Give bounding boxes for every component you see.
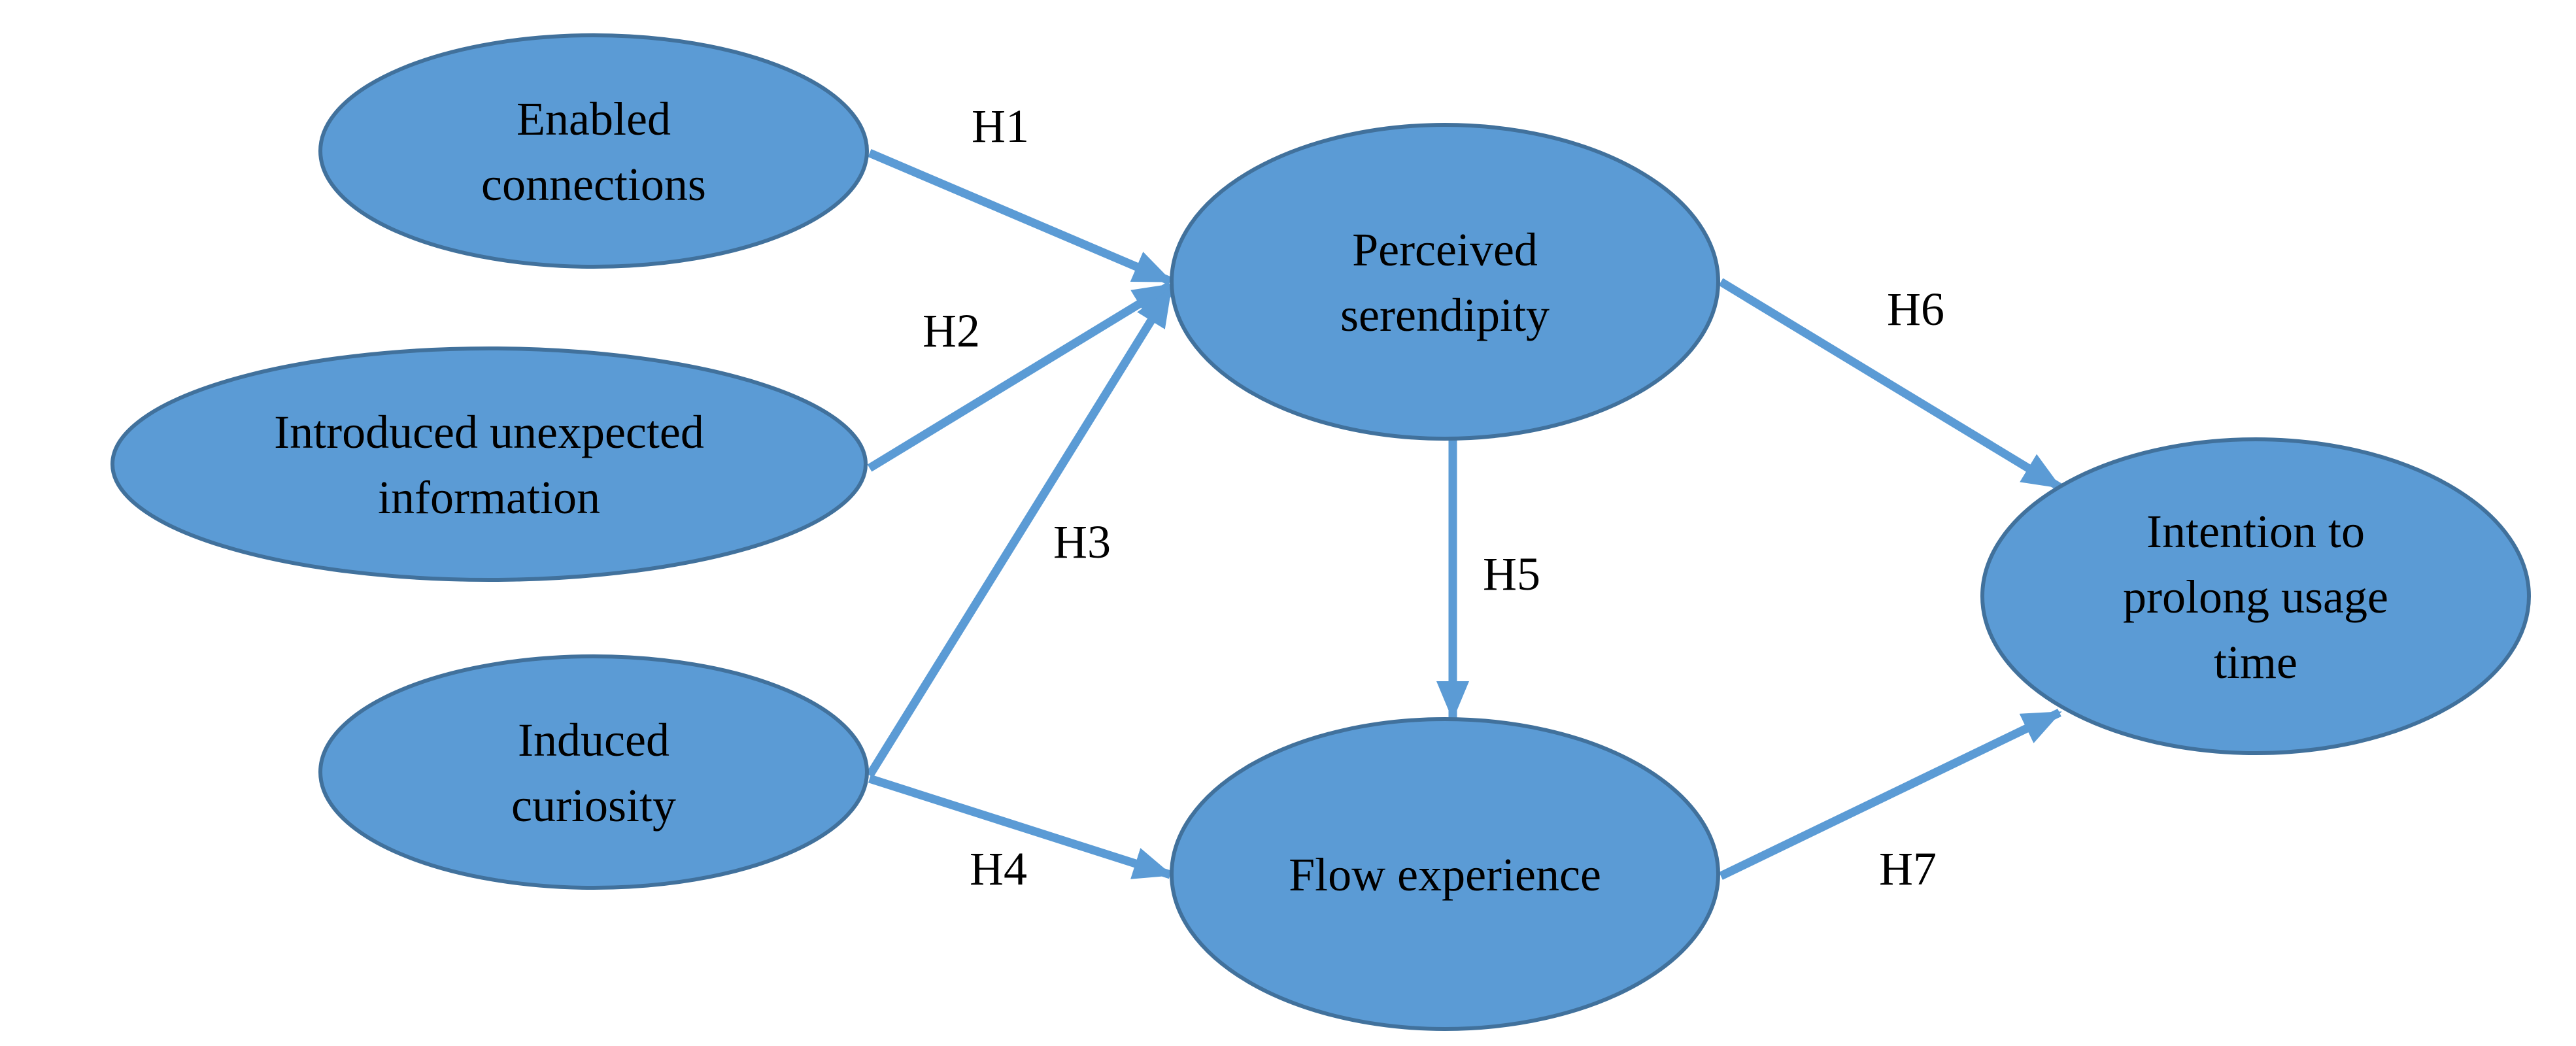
node-perceived-serendipity: Perceived serendipity bbox=[1170, 123, 1720, 441]
edge-h4 bbox=[868, 774, 1173, 879]
edge-label-h4: H4 bbox=[970, 843, 1027, 895]
node-label-line: time bbox=[2214, 636, 2297, 688]
edge-label-h2: H2 bbox=[923, 305, 980, 357]
edge-arrow bbox=[866, 287, 1174, 778]
edges-layer bbox=[866, 149, 2062, 880]
node-induced-curiosity: Induced curiosity bbox=[318, 654, 869, 890]
node-shape bbox=[318, 654, 869, 890]
node-label-line: Introduced unexpected bbox=[274, 406, 704, 458]
node-label-line: information bbox=[378, 471, 600, 524]
edge-label-h7: H7 bbox=[1879, 843, 1937, 895]
edge-label-h5: H5 bbox=[1483, 548, 1540, 600]
node-label-line: Intention to bbox=[2146, 505, 2365, 558]
node-enabled-connections: Enabled connections bbox=[318, 33, 869, 269]
edge-arrow bbox=[1718, 278, 2062, 491]
node-shape bbox=[318, 33, 869, 269]
node-label-line: curiosity bbox=[511, 779, 676, 832]
node-label-line: Flow experience bbox=[1289, 849, 1601, 901]
node-shape bbox=[1170, 123, 1720, 441]
node-shape bbox=[110, 346, 868, 582]
node-label-line: Enabled bbox=[517, 93, 671, 145]
edge-h3 bbox=[866, 287, 1174, 778]
node-label-line: Induced bbox=[518, 714, 669, 766]
node-intention-to-prolong-usage-time: Intention to prolong usage time bbox=[1980, 437, 2531, 755]
node-label-line: connections bbox=[481, 158, 706, 211]
edge-arrow bbox=[868, 774, 1173, 879]
edge-arrow bbox=[1719, 709, 2062, 880]
edge-label-h1: H1 bbox=[972, 100, 1029, 152]
edge-arrow bbox=[867, 281, 1173, 472]
node-flow-experience: Flow experience bbox=[1170, 717, 1720, 1031]
edge-h6 bbox=[1718, 278, 2062, 491]
node-introduced-unexpected-information: Introduced unexpected information bbox=[110, 346, 868, 582]
edge-h7 bbox=[1719, 709, 2062, 880]
edge-h1 bbox=[868, 149, 1173, 285]
node-shape bbox=[1170, 717, 1720, 1031]
node-label-line: prolong usage bbox=[2123, 571, 2388, 623]
node-shape bbox=[1980, 437, 2531, 755]
edge-h2 bbox=[867, 281, 1173, 472]
node-label-line: serendipity bbox=[1340, 289, 1550, 341]
edge-arrow bbox=[868, 149, 1173, 285]
node-label-line: Perceived bbox=[1352, 224, 1538, 276]
edge-label-h3: H3 bbox=[1053, 516, 1111, 568]
edge-label-h6: H6 bbox=[1887, 283, 1944, 335]
